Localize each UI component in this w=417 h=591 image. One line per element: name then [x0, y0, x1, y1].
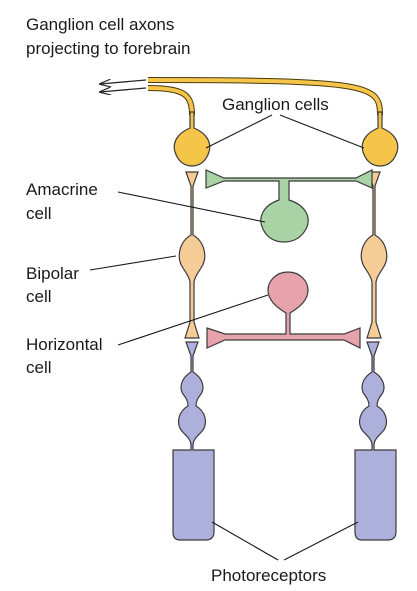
forebrain-arrows [100, 80, 147, 92]
ganglion-axons [147, 77, 383, 116]
photoreceptor-right [354, 341, 397, 541]
axons-label-line1: Ganglion cell axons [26, 15, 175, 34]
ganglion-cell-left [173, 111, 211, 167]
photoreceptor-leader-lines [211, 521, 359, 561]
horizontal-cell [206, 271, 361, 349]
amacrine-label-line2: cell [26, 204, 52, 223]
ganglion-cell-right [361, 111, 399, 167]
photoreceptors-label: Photoreceptors [211, 566, 327, 585]
bipolar-cell-right [360, 171, 388, 339]
photoreceptor-left [172, 341, 215, 541]
horizontal-label-line2: cell [26, 358, 52, 377]
horizontal-label-line1: Horizontal [26, 335, 103, 354]
amacrine-leader-line [117, 191, 266, 223]
axons-label-line2: projecting to forebrain [26, 39, 191, 58]
bipolar-label-line2: cell [26, 287, 52, 306]
ganglion-cells-label: Ganglion cells [222, 95, 329, 114]
horizontal-leader-line [117, 294, 269, 346]
amacrine-label-line1: Amacrine [26, 180, 98, 199]
amacrine-cell [205, 169, 373, 243]
bipolar-label-line1: Bipolar [26, 264, 79, 283]
bipolar-cell-left [178, 171, 206, 339]
ganglion-leader-lines [205, 114, 365, 149]
bipolar-leader-line [89, 255, 177, 271]
